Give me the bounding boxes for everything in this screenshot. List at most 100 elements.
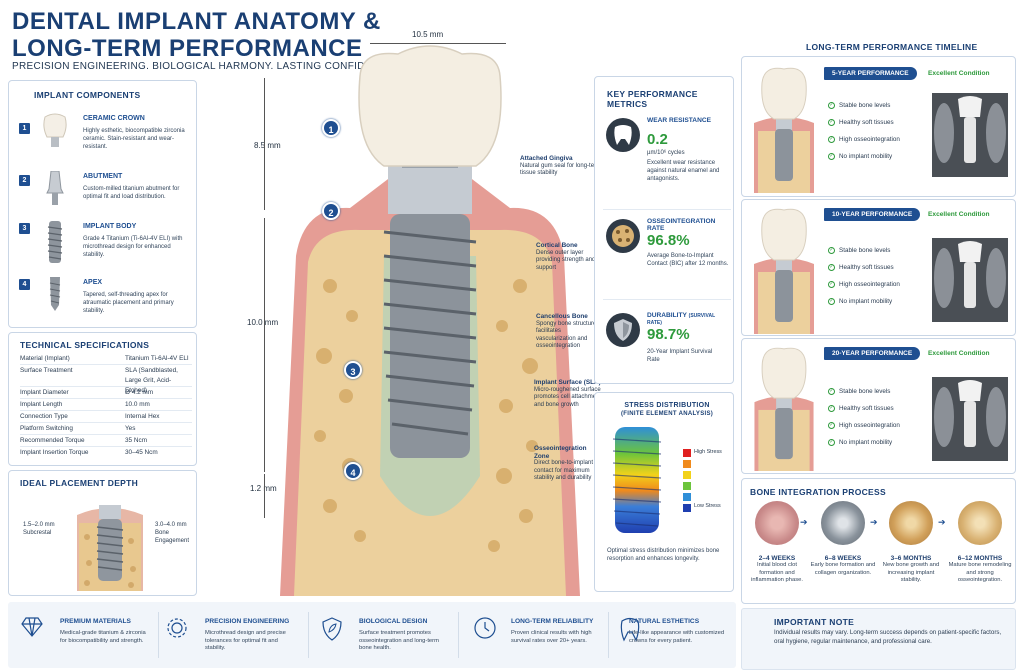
- timeline-stage-5yr: 5-YEAR PERFORMANCE Excellent Condition ✓…: [741, 56, 1016, 197]
- bone-stage-image: [821, 501, 865, 545]
- check-icon: ✓: [828, 388, 835, 395]
- metric-item: WEAR RESISTANCE 0.2 µm/10⁶ cycles Excell…: [603, 113, 731, 203]
- component-title: APEX: [83, 279, 103, 286]
- timeline-checklist: ✓Stable bone levels ✓Healthy soft tissue…: [828, 383, 900, 451]
- specs-heading: TECHNICAL SPECIFICATIONS: [20, 340, 150, 350]
- check-icon: ✓: [828, 102, 835, 109]
- check-icon: ✓: [828, 153, 835, 160]
- feature-title: BIOLOGICAL DESIGN: [359, 618, 428, 625]
- marker-abutment: 2: [322, 202, 340, 220]
- component-number: 3: [19, 223, 30, 234]
- component-item: 4 APEX Tapered, self-threading apex for …: [19, 277, 194, 327]
- bone-stage-image: [889, 501, 933, 545]
- bone-step-title: 2–4 WEEKS: [758, 555, 796, 562]
- gear-icon: [167, 618, 187, 638]
- metric-value: 0.2: [647, 131, 668, 148]
- legend-swatch: [683, 471, 691, 479]
- component-desc: Grade 4 Titanium (Ti-6Al-4V ELI) with mi…: [83, 236, 183, 258]
- components-heading: IMPLANT COMPONENTS: [34, 90, 141, 100]
- abutment-icon: [46, 171, 64, 205]
- placement-panel: IDEAL PLACEMENT DEPTH 1.5–2.0 mm Subcres…: [8, 470, 197, 596]
- metric-value: 96.8%: [647, 232, 690, 249]
- check-icon: ✓: [828, 405, 835, 412]
- bone-heading: BONE INTEGRATION PROCESS: [750, 487, 886, 497]
- check-item: ✓No implant mobility: [828, 298, 893, 305]
- placement-heading: IDEAL PLACEMENT DEPTH: [20, 478, 139, 488]
- tooth-implant-xray-icon: [754, 347, 814, 471]
- clock-icon: [474, 617, 496, 639]
- bone-step-desc: Early bone formation and collagen organi…: [810, 562, 876, 576]
- implant-cross-section: [280, 45, 580, 596]
- specs-panel: TECHNICAL SPECIFICATIONS Material (Impla…: [8, 332, 197, 466]
- placement-left-label: 1.5–2.0 mm Subcrestal: [23, 522, 55, 536]
- check-icon: ✓: [828, 439, 835, 446]
- bone-step: 6–12 MONTHS Mature bone remodeling and s…: [946, 501, 1014, 585]
- dim-crown-line: [264, 78, 265, 210]
- marker-apex: 4: [344, 462, 362, 480]
- check-icon: ✓: [828, 119, 835, 126]
- component-item: 3 IMPLANT BODY Grade 4 Titanium (Ti-6Al-…: [19, 221, 194, 273]
- diamond-icon: [21, 617, 43, 637]
- metric-title: OSSEOINTEGRATION RATE: [647, 218, 716, 232]
- feature-title: LONG-TERM RELIABILITY: [511, 618, 594, 625]
- stress-heatmap-implant: [612, 427, 662, 533]
- metric-desc: Average Bone-to-Implant Contact (BIC) af…: [647, 253, 729, 267]
- feature-item: NATURAL ESTHETICS Life-like appearance w…: [608, 612, 732, 658]
- metric-title: WEAR RESISTANCE: [647, 117, 711, 124]
- feature-title: NATURAL ESTHETICS: [629, 618, 700, 625]
- feature-desc: Medical-grade titanium & zirconia for bi…: [60, 630, 146, 644]
- note-heading: IMPORTANT NOTE: [774, 617, 855, 627]
- page-subtitle: PRECISION ENGINEERING. BIOLOGICAL HARMON…: [12, 61, 397, 72]
- feature-desc: Proven clinical results with high surviv…: [511, 630, 592, 644]
- arrow-right-icon: ➔: [800, 517, 808, 527]
- bone-step-title: 6–12 MONTHS: [957, 555, 1003, 562]
- callout-surface: Implant Surface (SLA)Micro-roughened sur…: [534, 379, 602, 408]
- check-icon: ✓: [828, 136, 835, 143]
- tooth-implant-xray-icon: [754, 67, 814, 193]
- bone-step: 3–6 MONTHS New bone growth and increasin…: [878, 501, 944, 585]
- metric-desc: Excellent wear resistance against natura…: [647, 160, 720, 182]
- marker-crown: 1: [322, 119, 340, 137]
- xray-image: [932, 93, 1008, 177]
- tooth-outline-icon: [620, 617, 640, 642]
- legend-swatch: [683, 482, 691, 490]
- stress-panel: STRESS DISTRIBUTION (FINITE ELEMENT ANAL…: [594, 392, 734, 592]
- crown-icon: [43, 113, 67, 147]
- metrics-heading: KEY PERFORMANCE METRICS: [607, 89, 698, 109]
- marker-body: 3: [344, 361, 362, 379]
- metric-title: DURABILITY (SURVIVAL RATE): [647, 312, 716, 326]
- feature-desc: Surface treatment promotes osseointegrat…: [359, 630, 439, 651]
- tooth-icon: [606, 118, 640, 152]
- stress-high-label: High Stress: [694, 449, 722, 455]
- component-desc: Custom-milled titanium abutment for opti…: [83, 186, 180, 200]
- bone-step-desc: Mature bone remodeling and strong osseoi…: [948, 562, 1012, 583]
- metric-value: 98.7%: [647, 326, 690, 343]
- timeline-stage-20yr: 20-YEAR PERFORMANCE Excellent Condition …: [741, 338, 1016, 474]
- check-item: ✓Healthy soft tissues: [828, 264, 894, 271]
- legend-swatch: [683, 493, 691, 501]
- legend-swatch: [683, 504, 691, 512]
- metric-item: OSSEOINTEGRATION RATE 96.8% Average Bone…: [603, 209, 731, 295]
- stress-legend: [683, 449, 691, 512]
- component-desc: Highly esthetic, biocompatible zirconia …: [83, 128, 185, 150]
- component-number: 1: [19, 123, 30, 134]
- feature-item: BIOLOGICAL DESIGN Surface treatment prom…: [308, 612, 453, 658]
- feature-title: PREMIUM MATERIALS: [60, 618, 131, 625]
- check-icon: ✓: [828, 264, 835, 271]
- bone-step: 6–8 WEEKS Early bone formation and colla…: [810, 501, 876, 577]
- bone-step: 2–4 WEEKS Initial blood clot formation a…: [746, 501, 808, 585]
- feature-desc: Microthread design and precise tolerance…: [205, 630, 286, 651]
- check-item: ✓High osseointegration: [828, 136, 900, 143]
- check-item: ✓No implant mobility: [828, 153, 893, 160]
- bone-step-title: 3–6 MONTHS: [890, 555, 932, 562]
- arrow-right-icon: ➔: [938, 517, 946, 527]
- check-item: ✓High osseointegration: [828, 281, 900, 288]
- timeline-badge: 10-YEAR PERFORMANCE: [824, 208, 921, 221]
